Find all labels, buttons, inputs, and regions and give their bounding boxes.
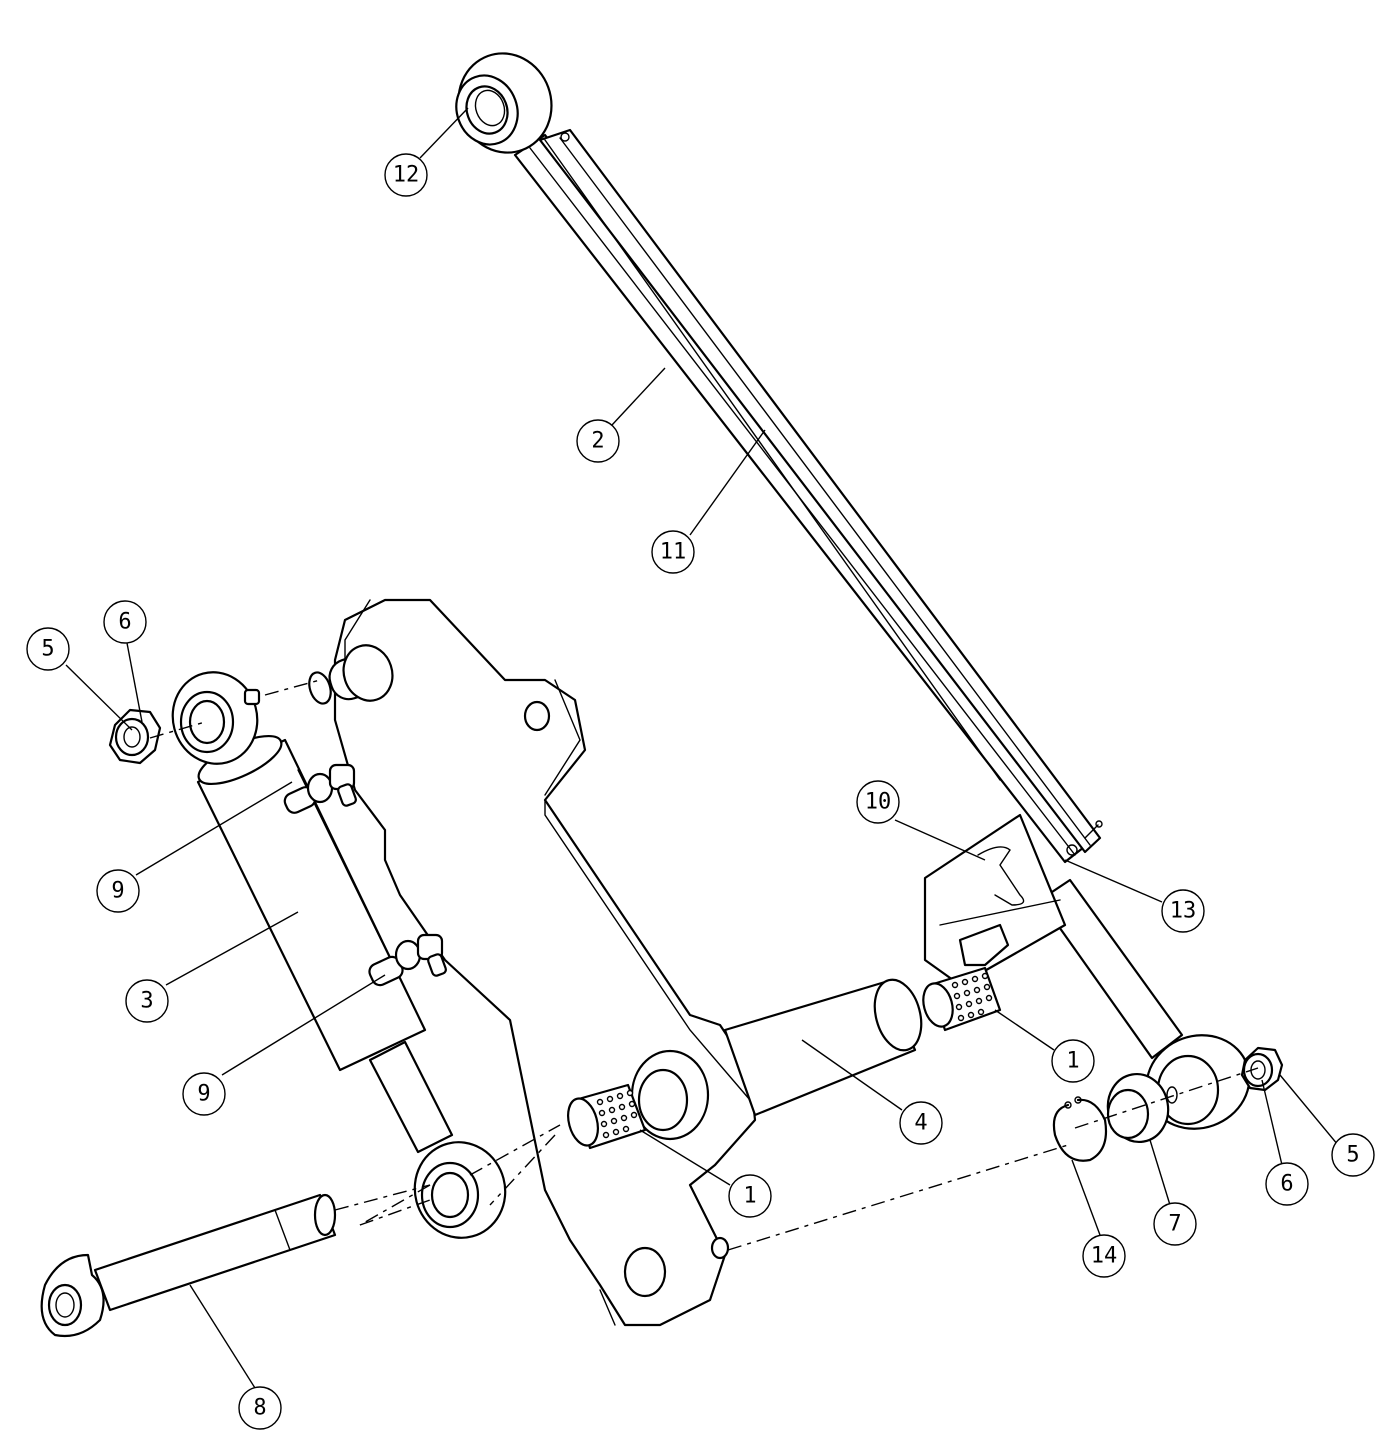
svg-text:2: 2 [591,429,604,454]
callout-3: 3 [125,979,169,1023]
left-upper-rod-end [171,671,261,765]
callout-6-left: 6 [103,600,147,644]
part-2-long-arm [513,128,1184,1060]
svg-text:4: 4 [914,1111,927,1136]
callout-10: 10 [856,780,900,824]
callout-5-right: 5 [1331,1133,1375,1177]
callout-8: 8 [238,1386,282,1430]
svg-text:11: 11 [660,540,687,565]
part-1-bushing-right [922,966,1002,1032]
callout-9-lower: 9 [182,1072,226,1116]
svg-text:6: 6 [1280,1172,1293,1197]
part-4-shaft [723,978,923,1117]
callout-4: 4 [899,1101,943,1145]
main-plate [308,598,757,1327]
svg-text:6: 6 [118,610,131,635]
svg-text:5: 5 [41,637,54,662]
svg-text:9: 9 [197,1082,210,1107]
svg-text:5: 5 [1346,1143,1359,1168]
part-9-fitting-upper [283,763,357,814]
leader-lines [65,107,1339,1389]
svg-text:8: 8 [253,1396,266,1421]
svg-text:3: 3 [140,989,153,1014]
callout-1-right: 1 [1051,1039,1095,1083]
callout-13: 13 [1161,889,1205,933]
svg-text:12: 12 [393,163,420,188]
callout-14: 14 [1082,1234,1126,1278]
centre-lines [149,679,1259,1251]
svg-text:7: 7 [1168,1212,1181,1237]
svg-text:14: 14 [1091,1244,1118,1269]
callout-5-left: 5 [26,627,70,671]
callout-9-upper: 9 [96,869,140,913]
callout-2: 2 [576,419,620,463]
svg-text:10: 10 [865,790,892,815]
lower-rod-end [413,1141,507,1239]
part-9-fitting-lower [368,933,447,987]
part-10-bracket [923,813,1067,987]
callout-1-left: 1 [728,1174,772,1218]
part-5-6-nut-left [108,708,162,765]
callout-12: 12 [384,153,428,197]
part-12-rod-end [455,52,553,154]
right-hinge-eye [1145,1034,1251,1130]
part-1-bushing-left [567,1083,647,1150]
svg-text:1: 1 [1066,1049,1079,1074]
callout-6-right: 6 [1265,1162,1309,1206]
part-3-cylinder [196,734,454,1154]
svg-text:13: 13 [1170,899,1197,924]
callout-7: 7 [1153,1202,1197,1246]
svg-text:1: 1 [743,1184,756,1209]
part-14-snap-ring [1052,1096,1108,1162]
callout-11: 11 [651,530,695,574]
part-8-pin [40,1193,337,1338]
svg-text:9: 9 [111,879,124,904]
part-5-6-nut-right [1240,1046,1284,1092]
